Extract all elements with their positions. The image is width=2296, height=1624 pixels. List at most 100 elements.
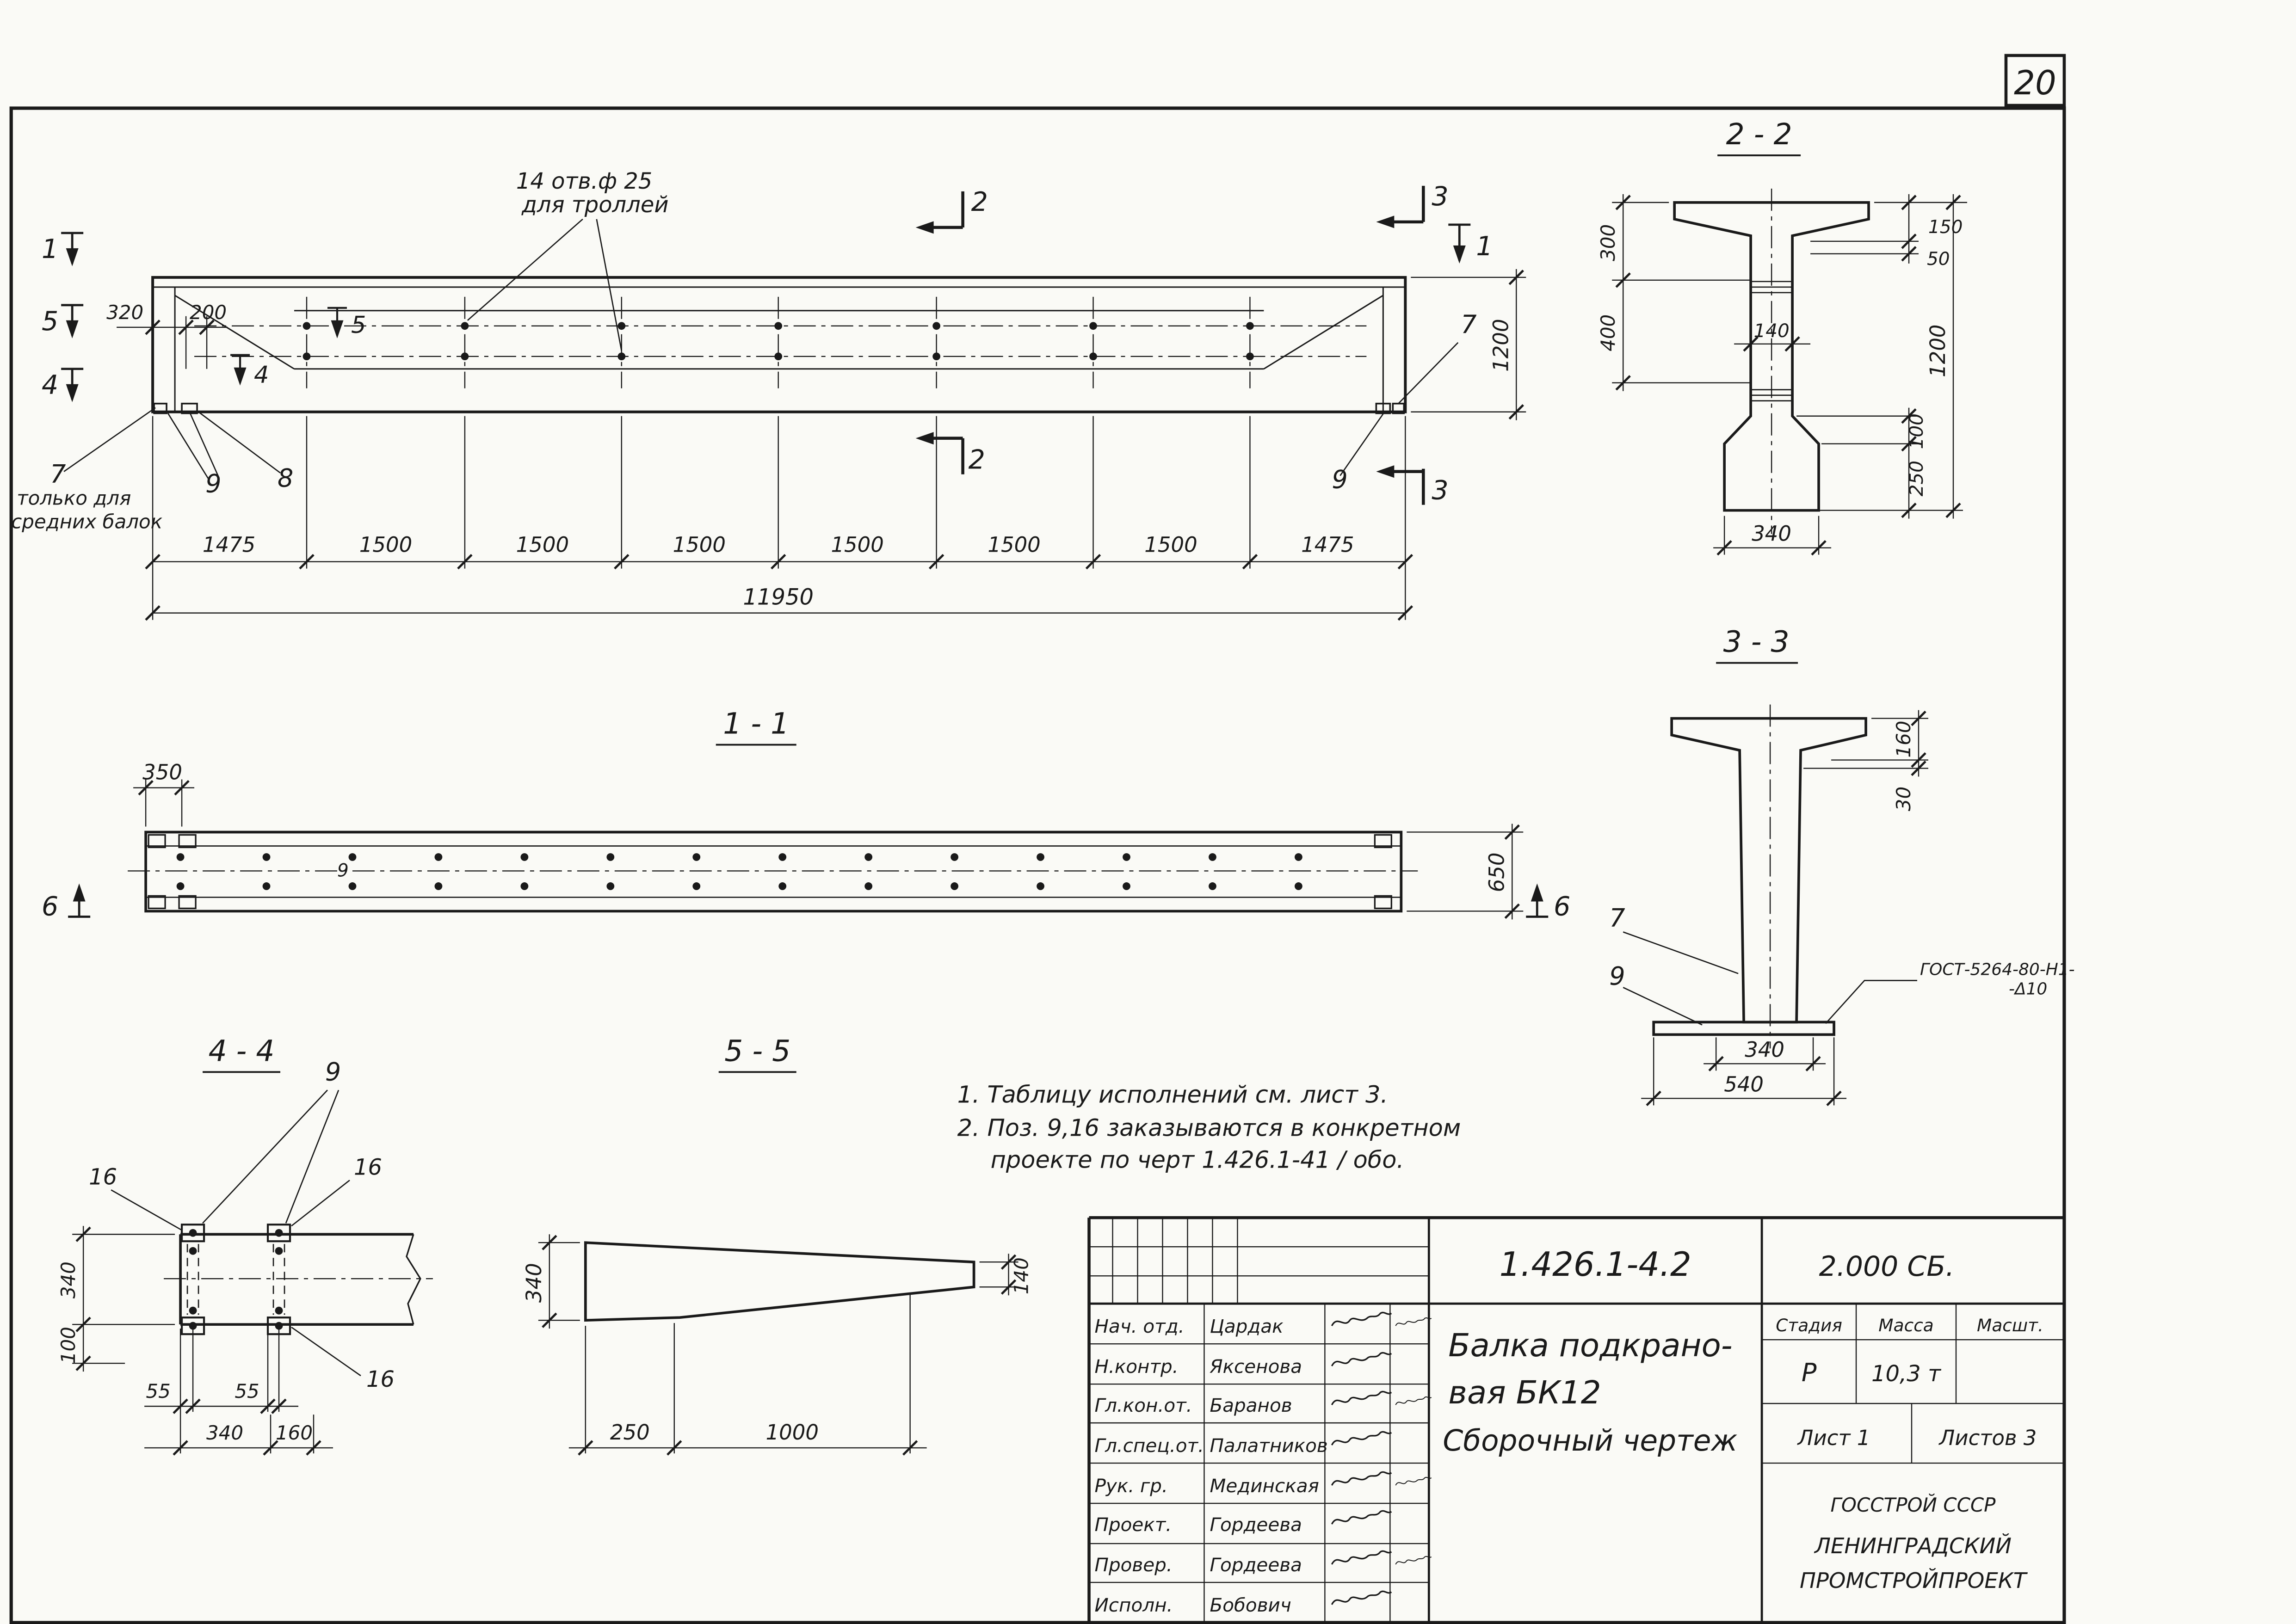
elevation-view: 14 отв.ф 25 для троллей 1 5 4 5 4 1 2 bbox=[11, 168, 1526, 620]
document-code: 1.426.1-4.2 bbox=[1500, 1245, 1691, 1284]
break-line bbox=[406, 1234, 421, 1325]
note-line-3: проекте по черт 1.426.1-41 / обо. bbox=[991, 1146, 1404, 1174]
row-name: Гордеева bbox=[1210, 1554, 1302, 1576]
section-1-1-view: 1 - 1 9 350 650 6 bbox=[42, 707, 1570, 922]
drawing-title-line2: вая БК12 bbox=[1448, 1374, 1601, 1411]
section-mark-6-left: 6 bbox=[42, 891, 58, 922]
plan-dims: 350 650 bbox=[133, 760, 1524, 920]
row-role: Нач. отд. bbox=[1095, 1315, 1185, 1337]
section-3-3-dims: 160 30 340 540 bbox=[1641, 710, 1929, 1106]
elevation-end-dims: 320 200 bbox=[106, 301, 228, 369]
row-name: Мединская bbox=[1210, 1475, 1319, 1497]
dim-label: 1475 bbox=[1301, 533, 1354, 557]
callout-16-c: 16 bbox=[366, 1366, 395, 1392]
dim-label: 1500 bbox=[988, 533, 1040, 557]
dim-label: 350 bbox=[142, 760, 182, 785]
row-role: Проект. bbox=[1095, 1513, 1172, 1536]
view-title-1-1: 1 - 1 bbox=[723, 707, 789, 741]
dim-label: 55 bbox=[235, 1380, 259, 1403]
callout-7: 7 bbox=[1609, 903, 1625, 932]
callout-16-b: 16 bbox=[354, 1154, 382, 1180]
plan-section-marks: 6 6 bbox=[42, 883, 1570, 922]
dim-label: 1200 bbox=[1488, 319, 1513, 372]
section-mark-6-right: 6 bbox=[1554, 891, 1570, 922]
dim-label: 100 bbox=[1905, 413, 1927, 449]
section-mark-4-inner: 4 bbox=[254, 362, 269, 389]
scale-label: Масшт. bbox=[1977, 1315, 2043, 1335]
dim-label: 140 bbox=[1010, 1257, 1033, 1294]
section-5-5-dims: 340 140 250 1000 bbox=[522, 1234, 1033, 1455]
dim-label: 300 bbox=[1597, 224, 1619, 261]
org-line3: ПРОМСТРОЙПРОЕКТ bbox=[1800, 1568, 2028, 1593]
section-2-2-dims: 300 400 140 150 50 100 250 1200 340 bbox=[1597, 194, 1967, 555]
dim-label: 55 bbox=[146, 1380, 170, 1403]
elevation-callouts: 7 9 8 7 9 только для средних балок bbox=[11, 310, 1476, 533]
mass-value: 10,3 т bbox=[1871, 1361, 1942, 1387]
section-4-4-callouts: 9 16 16 16 bbox=[89, 1057, 395, 1392]
callout-9: 9 bbox=[325, 1057, 341, 1086]
callout-7-left: 7 bbox=[50, 460, 66, 489]
row-role: Исполн. bbox=[1095, 1594, 1173, 1616]
dim-label: 1475 bbox=[203, 533, 255, 557]
callout-9-plan: 9 bbox=[337, 860, 349, 881]
dim-label-total: 11950 bbox=[743, 584, 814, 610]
dim-label: 100 bbox=[57, 1327, 80, 1364]
dim-label: 320 bbox=[106, 301, 143, 324]
section-mark-1-right: 1 bbox=[1476, 231, 1493, 262]
dim-label: 1500 bbox=[1144, 533, 1197, 557]
hole-note: 14 отв.ф 25 для троллей bbox=[467, 168, 669, 351]
sheet-label: Лист 1 bbox=[1797, 1426, 1870, 1450]
callout-9-right: 9 bbox=[1332, 465, 1347, 494]
section-mark-2-bottom: 2 bbox=[969, 445, 985, 475]
row-name: Яксенова bbox=[1209, 1355, 1302, 1378]
elevation-height-dim: 1200 bbox=[1411, 269, 1526, 420]
row-name: Цардак bbox=[1210, 1315, 1284, 1337]
section-mark-5-left: 5 bbox=[42, 306, 58, 337]
weld-note-line2: -Δ10 bbox=[2009, 979, 2047, 998]
dim-label: 1500 bbox=[673, 533, 726, 557]
dim-label: 650 bbox=[1484, 853, 1509, 892]
title-block-title: Балка подкрано- вая БК12 Сборочный черте… bbox=[1443, 1327, 1737, 1458]
title-block-rows: Нач. отд. Цардак Н.контр. Яксенова Гл.ко… bbox=[1095, 1315, 1328, 1616]
view-title-2-2: 2 - 2 bbox=[1726, 117, 1792, 151]
section-cut-marks: 1 5 4 5 4 1 2 2 3 3 bbox=[42, 181, 1493, 506]
row-name: Бобович bbox=[1210, 1594, 1291, 1616]
dim-label: 1500 bbox=[831, 533, 883, 557]
row-name: Баранов bbox=[1210, 1394, 1292, 1416]
org-line2: ЛЕНИНГРАДСКИЙ bbox=[1814, 1533, 2012, 1558]
note-line-1: 1. Таблицу исполнений см. лист 3. bbox=[957, 1081, 1388, 1108]
dim-label: 160 bbox=[276, 1421, 313, 1444]
dim-label: 400 bbox=[1597, 314, 1619, 351]
section-mark-3-top: 3 bbox=[1432, 181, 1448, 212]
dim-label: 340 bbox=[1745, 1037, 1784, 1062]
weld-note-line1: ГОСТ-5264-80-Н1- bbox=[1920, 960, 2075, 979]
stage-value: Р bbox=[1802, 1358, 1817, 1387]
section-mark-2-top: 2 bbox=[971, 187, 988, 217]
dim-label: 1200 bbox=[1926, 325, 1950, 377]
stage-label: Стадия bbox=[1776, 1315, 1842, 1335]
section-mark-3-bottom: 3 bbox=[1432, 475, 1448, 506]
section-5-5-view: 5 - 5 340 140 250 1000 bbox=[522, 1034, 1033, 1455]
dim-label: 140 bbox=[1753, 320, 1789, 342]
dim-label: 160 bbox=[1892, 720, 1915, 757]
drawing-title-line1: Балка подкрано- bbox=[1448, 1327, 1732, 1364]
row-role: Рук. гр. bbox=[1095, 1475, 1168, 1497]
view-title-4-4: 4 - 4 bbox=[209, 1034, 275, 1068]
sheet-number-box bbox=[2004, 54, 2066, 107]
beam-outline bbox=[151, 276, 1407, 414]
taper-profile bbox=[584, 1241, 975, 1322]
org-line1: ГОССТРОЙ СССР bbox=[1831, 1493, 1996, 1516]
note-line-2: 2. Поз. 9,16 заказываются в конкретном bbox=[957, 1114, 1461, 1142]
section-3-3-callouts: 7 9 ГОСТ-5264-80-Н1- -Δ10 bbox=[1609, 903, 2075, 1026]
mass-label: Масса bbox=[1878, 1315, 1933, 1335]
beam-centerlines bbox=[194, 296, 1367, 388]
section-4-4-view: 4 - 4 bbox=[57, 1034, 433, 1455]
row-role: Гл.кон.от. bbox=[1095, 1394, 1192, 1416]
dim-label: 250 bbox=[1905, 461, 1927, 496]
callout-16-a: 16 bbox=[89, 1164, 117, 1190]
bearing-plate bbox=[1652, 1021, 1835, 1036]
dim-label: 150 bbox=[1928, 217, 1963, 238]
dim-label: 200 bbox=[190, 301, 227, 324]
